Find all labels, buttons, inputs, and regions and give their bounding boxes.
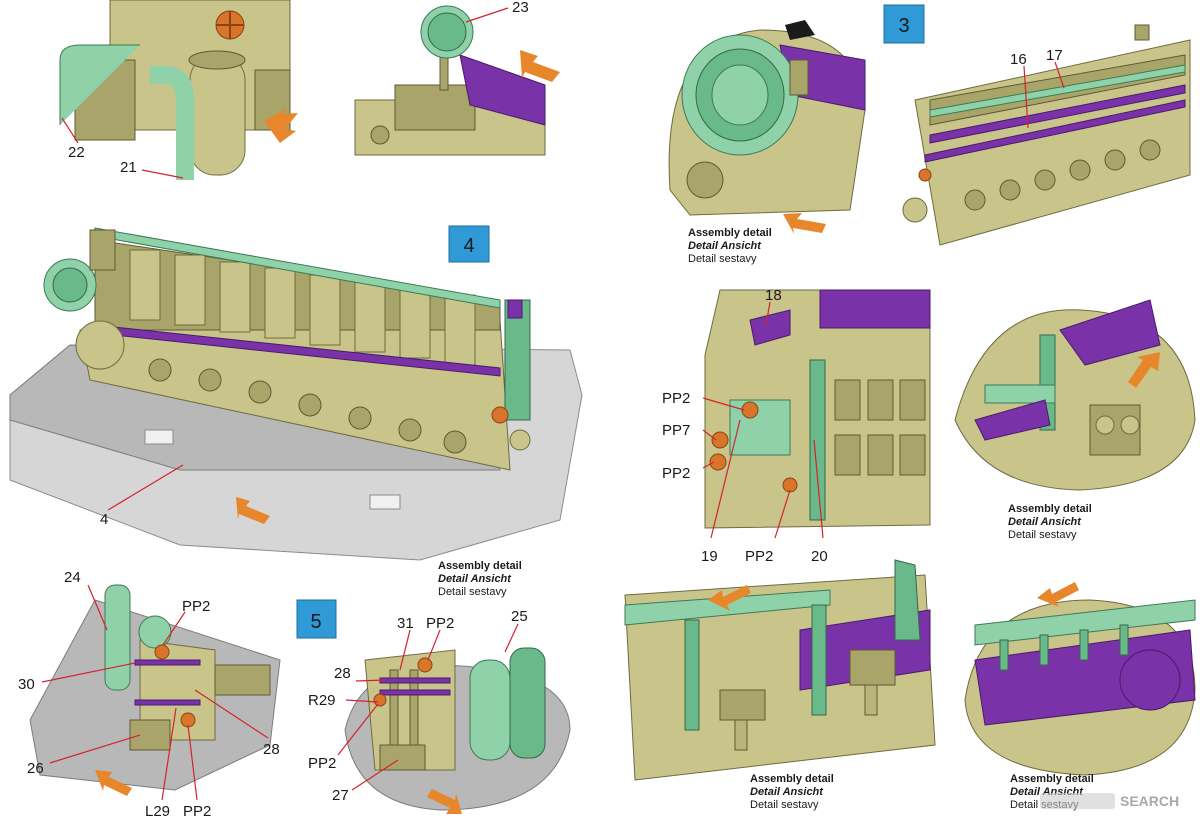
watermark: SEARCH: [1040, 793, 1179, 809]
part-label-22: 22: [68, 144, 85, 161]
assembly-note-step4: Assembly detail Detail Ansicht Detail se…: [438, 560, 522, 598]
svg-text:Assembly detail: Assembly detail: [750, 773, 834, 785]
svg-text:Detail sestavy: Detail sestavy: [438, 586, 507, 598]
part-label-19: 19: [701, 548, 718, 565]
svg-text:Detail sestavy: Detail sestavy: [688, 253, 757, 265]
part-label-l29: L29: [145, 803, 170, 819]
direction-arrow: [520, 50, 560, 82]
detail-rocker-cover: [954, 299, 1196, 491]
part-label-pp2-right-bottom: PP2: [308, 755, 336, 772]
part-label-21: 21: [120, 159, 137, 176]
svg-text:SEARCH: SEARCH: [1120, 793, 1179, 809]
crankcase-doors: [148, 358, 467, 454]
step-badge-3: [883, 4, 925, 44]
engine-side-doors: [964, 139, 1161, 211]
svg-text:Assembly detail: Assembly detail: [1010, 773, 1094, 785]
part-label-pp2-pump-bottom: PP2: [183, 803, 211, 819]
step-badge-5: [296, 599, 337, 639]
front-cylinder-blocks: [834, 379, 926, 476]
svg-text:Detail sestavy: Detail sestavy: [1008, 529, 1077, 541]
detail-pump-left: [29, 584, 281, 796]
svg-text:Assembly detail: Assembly detail: [688, 227, 772, 239]
detail-gauge: [354, 5, 560, 156]
part-label-31: 31: [397, 615, 414, 632]
part-label-28-left: 28: [263, 741, 280, 758]
assembly-note-pipe-end: Assembly detail Detail Ansicht Detail se…: [1010, 773, 1094, 811]
svg-text:Detail Ansicht: Detail Ansicht: [438, 573, 512, 585]
direction-arrow: [783, 213, 826, 234]
part-label-20: 20: [811, 548, 828, 565]
detail-valve-gear: [624, 559, 936, 781]
direction-arrow: [264, 108, 298, 143]
direction-arrow: [1037, 582, 1079, 607]
part-label-16: 16: [1010, 51, 1027, 68]
svg-text:Detail Ansicht: Detail Ansicht: [688, 240, 762, 252]
step-number-5: 5: [310, 611, 321, 633]
direction-arrow: [95, 770, 132, 796]
svg-text:Detail sestavy: Detail sestavy: [750, 799, 819, 811]
part-label-26: 26: [27, 760, 44, 777]
assembly-note-rocker: Assembly detail Detail Ansicht Detail se…: [1008, 503, 1092, 541]
detail-pipe-end: [964, 582, 1196, 776]
svg-text:Assembly detail: Assembly detail: [438, 560, 522, 572]
part-label-25: 25: [511, 608, 528, 625]
svg-text:Detail Ansicht: Detail Ansicht: [1008, 516, 1082, 528]
direction-arrow: [708, 585, 751, 611]
part-label-4: 4: [100, 511, 108, 528]
part-label-18: 18: [765, 287, 782, 304]
part-label-23: 23: [512, 0, 529, 16]
part-label-r29: R29: [308, 692, 336, 709]
detail-engine-front: [704, 289, 931, 529]
direction-arrow: [1128, 352, 1160, 388]
part-label-30: 30: [18, 676, 35, 693]
part-label-pp2-front-base: PP2: [745, 548, 773, 565]
step-number-3: 3: [898, 15, 909, 37]
detail-turbocharger: [668, 20, 866, 234]
part-label-pp2-pump-top: PP2: [182, 598, 210, 615]
svg-text:Assembly detail: Assembly detail: [1008, 503, 1092, 515]
assembly-note-step3: Assembly detail Detail Ansicht Detail se…: [688, 227, 772, 265]
part-label-27: 27: [332, 787, 349, 804]
part-label-28-right: 28: [334, 665, 351, 682]
detail-exhaust-pipes: [59, 0, 298, 180]
assembly-note-valve-gear: Assembly detail Detail Ansicht Detail se…: [750, 773, 834, 811]
part-label-pp2-right-top: PP2: [426, 615, 454, 632]
detail-pump-right: [344, 647, 571, 814]
svg-text:Detail Ansicht: Detail Ansicht: [750, 786, 824, 798]
detail-engine-side-pipes: [902, 24, 1191, 246]
part-label-17: 17: [1046, 47, 1063, 64]
step-number-4: 4: [463, 235, 474, 257]
part-label-24: 24: [64, 569, 81, 586]
direction-arrow: [427, 789, 462, 814]
engine-bed-assembly: [9, 227, 583, 561]
watermark-logo: [1040, 793, 1115, 809]
direction-arrow: [236, 497, 270, 524]
part-label-pp2-front-top: PP2: [662, 390, 690, 407]
step-badge-4: [448, 225, 490, 263]
part-label-pp2-front-bottom: PP2: [662, 465, 690, 482]
part-label-pp7: PP7: [662, 422, 690, 439]
